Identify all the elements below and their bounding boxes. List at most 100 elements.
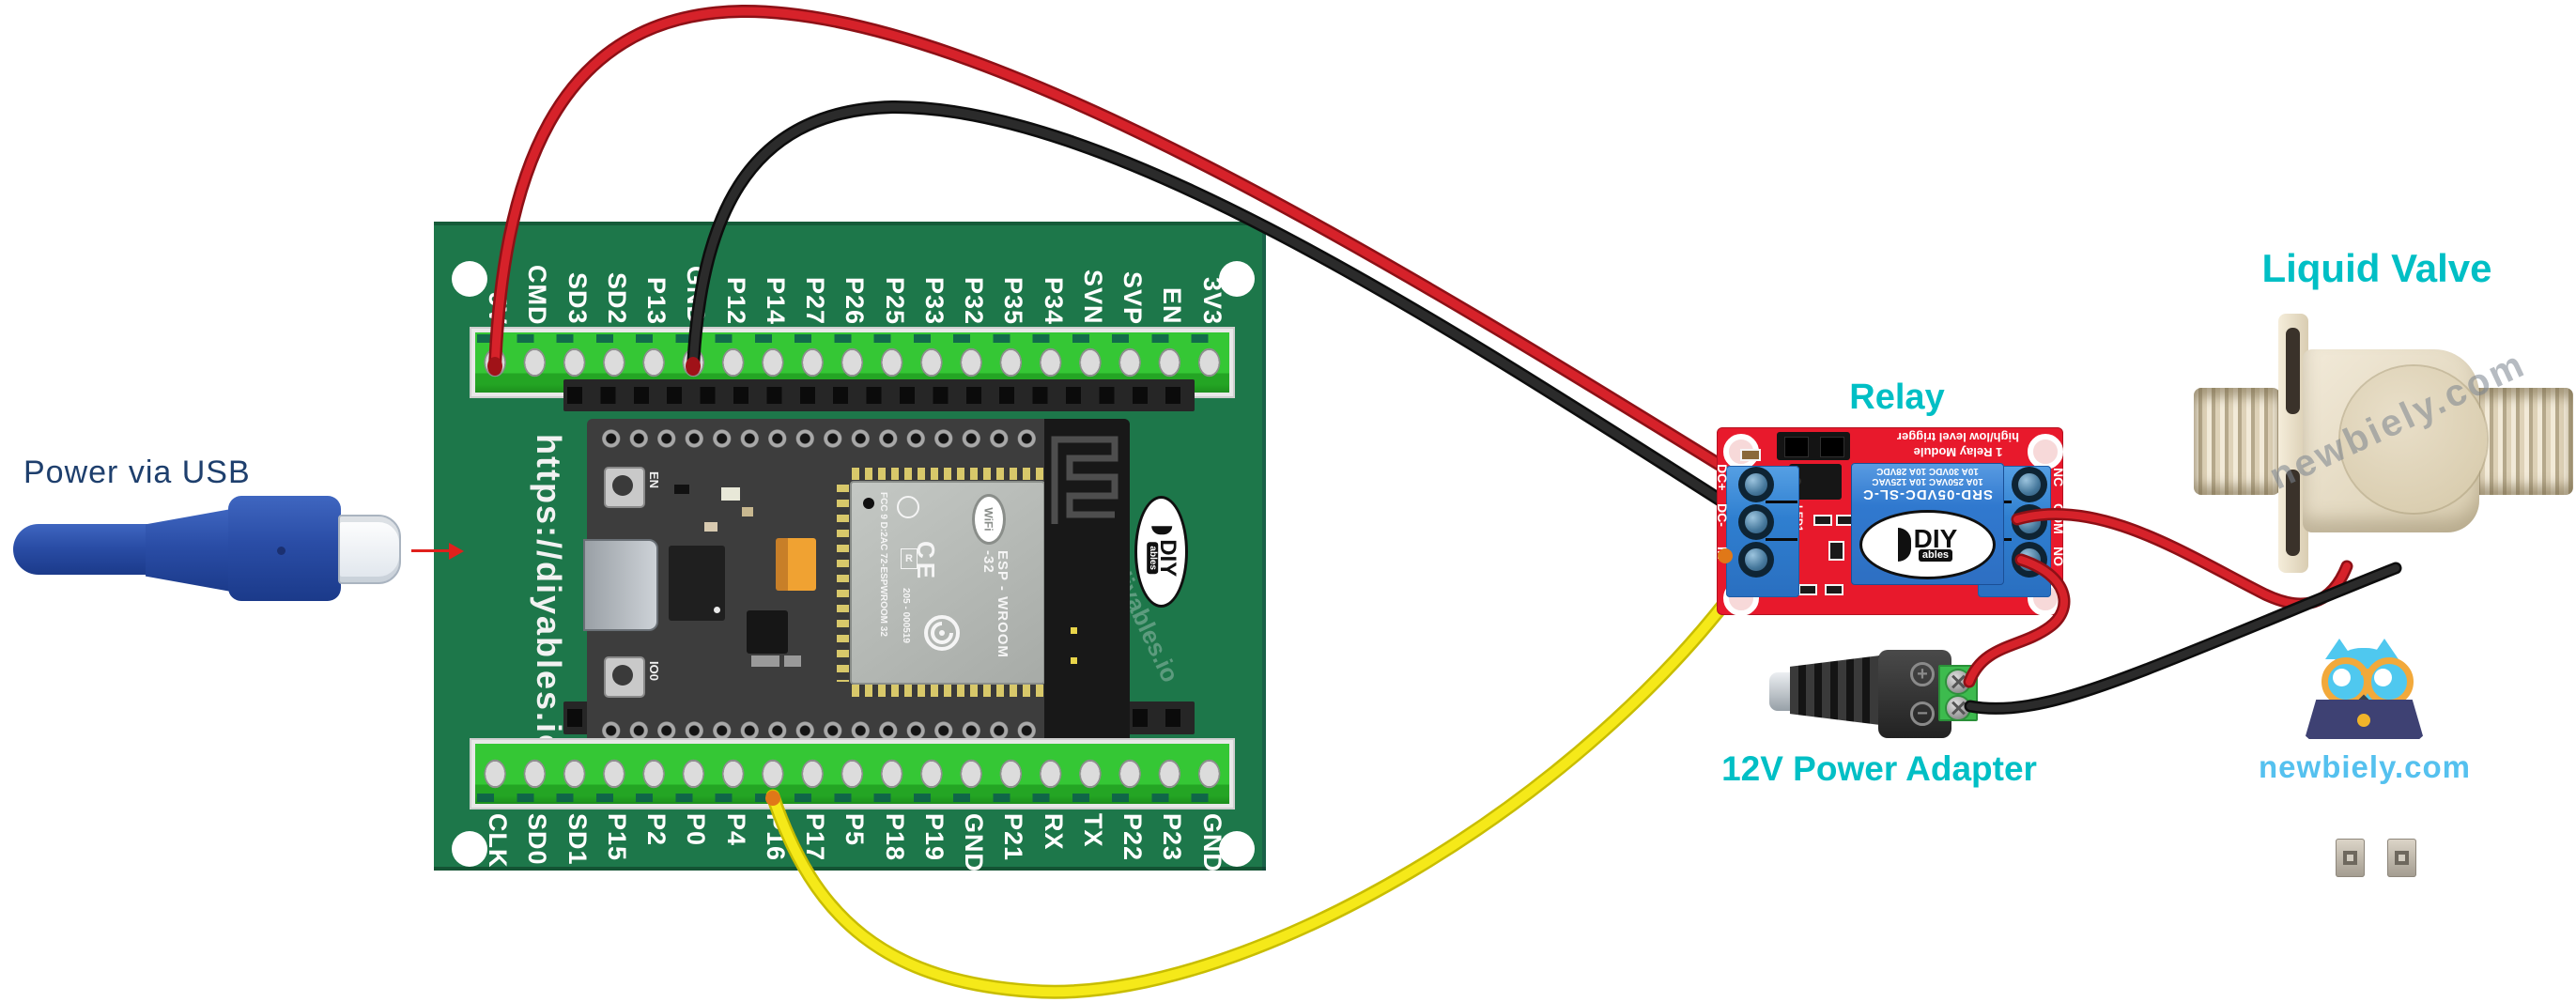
smd-gray-2	[784, 655, 801, 667]
pin-label-p0: P0	[682, 813, 710, 847]
io0-button-label: IO0	[647, 661, 661, 681]
jack-screw-plus	[1947, 671, 1969, 693]
pin-label-p16: P16	[762, 813, 790, 862]
pin-label-p14: P14	[762, 276, 790, 325]
relay-rating-2: 10A 30VDC 10A 28VDC	[1876, 466, 1979, 476]
relay-module: 1 Relay Module high/low level trigger LE…	[1715, 427, 2066, 616]
mount-hole-bottom-left	[452, 831, 487, 867]
pin-label-clk: CLK	[484, 813, 512, 869]
pin-label-p26: P26	[841, 276, 869, 325]
relay-part-number: SRD-05VDC-SL-C	[1862, 486, 1994, 502]
pin-label-p34: P34	[1040, 276, 1068, 325]
label-com: COM	[2051, 503, 2066, 534]
relay-cube: SRD-05VDC-SL-C 10A 250VAC 10A 125VAC 10A…	[1851, 463, 2004, 585]
power-via-usb-label: Power via USB	[23, 455, 251, 490]
pin-label-gnd-top: GND	[682, 266, 710, 325]
pin-label-5v: 5V	[484, 291, 512, 325]
pin-label-p15: P15	[603, 813, 631, 862]
pin-label-svn: SVN	[1079, 270, 1107, 325]
pin-label-cmd: CMD	[523, 264, 551, 326]
antenna-dot-2	[1071, 657, 1077, 664]
dc-barrel-jack: + −	[1769, 648, 1978, 740]
label-in: IN	[1715, 547, 1730, 560]
esp32-dev-board: EN IO0 FCC 9 D:2AC 72-ESPWROOM 32 R CE 2…	[583, 419, 1130, 747]
laptop-logo-dot	[2357, 714, 2370, 727]
usb-plug-body	[228, 496, 341, 601]
jack-tip	[1769, 672, 1792, 711]
plus-mark: +	[1910, 662, 1935, 686]
wifi-badge: WiFi	[972, 494, 1006, 545]
relay-logo-diy: DIY	[1913, 523, 1958, 553]
relay-header-line2: high/low level trigger	[1896, 430, 2020, 445]
pin-label-3v3: 3V3	[1198, 276, 1226, 325]
valve-thread-right	[2472, 388, 2573, 495]
owl-eye-right-icon	[2374, 669, 2392, 686]
label-dc-minus: DC-	[1715, 503, 1730, 527]
newbiely-brand: newbiely.com	[2259, 749, 2471, 784]
jack-screw-minus	[1947, 697, 1969, 719]
label-nc: NC	[2051, 468, 2066, 487]
pin-label-gnd-2: GND	[1198, 813, 1226, 872]
usb-port	[583, 539, 658, 631]
smd-resistor-5	[1825, 584, 1843, 595]
smd-gray-1	[751, 655, 779, 667]
pin-label-p23: P23	[1158, 813, 1186, 862]
fcc-text: FCC 9 D:2AC 72-ESPWROOM 32	[878, 492, 888, 637]
relay-title: Relay	[1849, 378, 1945, 417]
bracket-slot-top	[2286, 328, 2300, 414]
ground-symbol	[897, 496, 919, 518]
pin-label-p33: P33	[920, 276, 949, 325]
pin-label-p4: P4	[722, 813, 750, 847]
usb-cable	[13, 524, 147, 575]
pin-label-sd3: SD3	[563, 272, 592, 325]
relay-hole-tr	[2028, 434, 2063, 470]
pin-label-p17: P17	[801, 813, 829, 862]
module-pads-bottom	[852, 685, 1045, 697]
smd-resistor-2	[1813, 515, 1832, 526]
module-pads-left	[837, 485, 849, 682]
pin-label-sd1: SD1	[563, 813, 592, 866]
smd-led	[721, 487, 740, 501]
pin-label-sd2: SD2	[603, 272, 631, 325]
terminal-screw-nc	[2012, 467, 2047, 502]
pin-label-tx: TX	[1079, 813, 1107, 848]
valve-terminal-1	[2336, 839, 2365, 877]
diyables-logo-board: DIY ables	[1134, 496, 1188, 608]
pin-label-p19: P19	[920, 813, 949, 862]
terminal-screw-dc-minus	[1738, 504, 1774, 540]
esp-wroom-32-module: FCC 9 D:2AC 72-ESPWROOM 32 R CE 205 - 00…	[850, 481, 1045, 685]
pin-label-p2: P2	[642, 813, 671, 847]
pin-label-p25: P25	[881, 276, 909, 325]
female-header-top	[563, 379, 1195, 411]
terminal-strip-bottom	[470, 738, 1235, 809]
label-dc-plus: DC+	[1715, 464, 1730, 491]
usb-arrow-head-icon	[449, 543, 464, 560]
liquid-valve: newbiely.com	[2188, 310, 2576, 877]
terminal-dashes-top	[477, 334, 1224, 343]
mount-hole-top-left	[452, 261, 487, 297]
pin-label-svp: SVP	[1118, 270, 1147, 325]
owl-eye-left-icon	[2333, 669, 2351, 686]
diyables-url-vertical: https://diyables.io	[530, 434, 568, 758]
power-adapter-title: 12V Power Adapter	[1721, 749, 2037, 788]
shield-dot	[863, 498, 874, 509]
en-button-label: EN	[647, 471, 661, 489]
antenna-area	[1044, 419, 1130, 747]
relay-rating-1: 10A 250VAC 10A 125VAC	[1872, 476, 1983, 486]
usb-cable-neck	[146, 508, 232, 593]
pin-label-p5: P5	[841, 813, 869, 847]
terminal-dashes-bottom	[477, 794, 1224, 802]
diyables-logo-diy: DIY	[1154, 539, 1180, 578]
chip-dot	[714, 607, 720, 613]
smd-resistor-1	[1740, 449, 1761, 461]
jack-ridges	[1790, 655, 1880, 725]
diyables-crescent-icon	[1150, 526, 1172, 535]
en-button	[604, 467, 645, 508]
io0-button	[604, 656, 645, 698]
module-pads-top	[852, 468, 1045, 480]
smd-resistor-4	[1798, 584, 1817, 595]
ce-mark: CE	[912, 541, 940, 583]
pin-label-p22: P22	[1118, 813, 1147, 862]
pin-label-p32: P32	[960, 276, 988, 325]
valve-thread-left	[2194, 388, 2280, 495]
